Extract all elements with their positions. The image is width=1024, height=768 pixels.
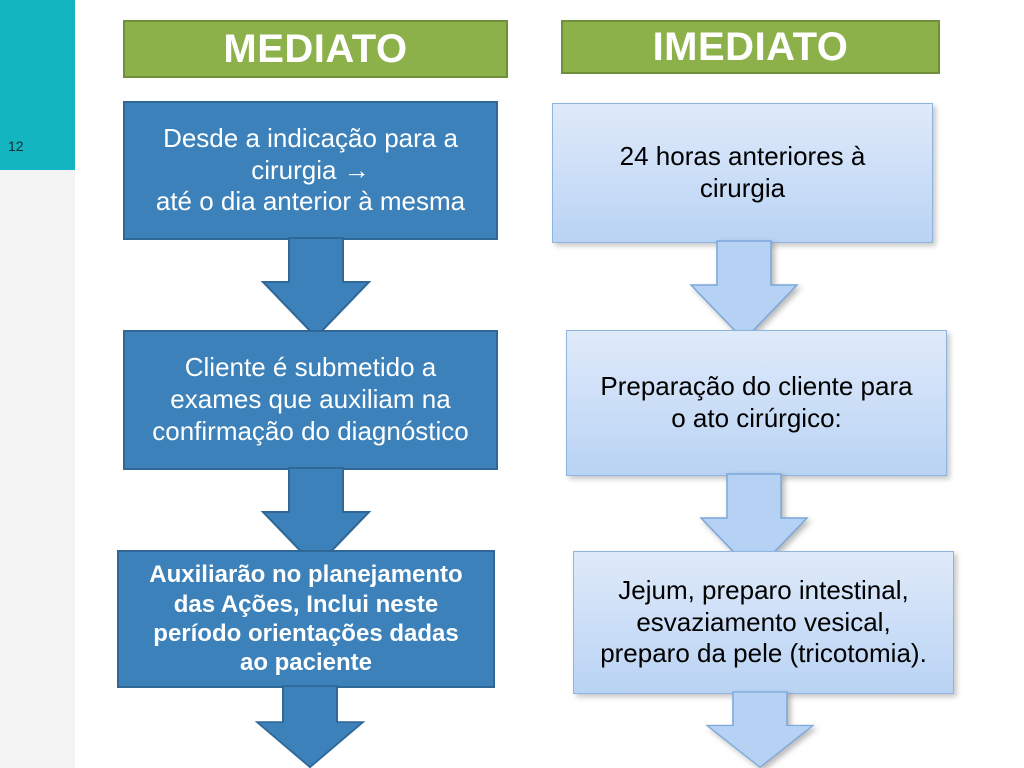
imediato-step-3-box: Jejum, preparo intestinal, esvaziamento … xyxy=(573,551,954,694)
mediato-step-1-line-2: cirurgia → xyxy=(251,154,370,185)
mediato-step-3-line-4: ao paciente xyxy=(239,649,373,677)
imediato-arrow-1 xyxy=(689,240,799,342)
imediato-step-2-text: Preparação do cliente para o ato cirúrgi… xyxy=(577,371,936,434)
imediato-step-1-text: 24 horas anteriores à cirurgia xyxy=(563,141,922,204)
down-arrow-icon xyxy=(254,685,366,768)
imediato-step-2-box: Preparação do cliente para o ato cirúrgi… xyxy=(566,330,947,476)
imediato-step-3-line-2: esvaziamento vesical, xyxy=(636,606,891,637)
mediato-arrow-2 xyxy=(260,467,372,569)
down-arrow-icon xyxy=(260,237,372,339)
mediato-step-1-line-3: até o dia anterior à mesma xyxy=(155,186,466,217)
mediato-step-3-box: Auxiliarão no planejamento das Ações, In… xyxy=(117,550,495,688)
mediato-step-3-text: Auxiliarão no planejamento das Ações, In… xyxy=(129,560,483,677)
down-arrow-icon xyxy=(705,691,815,768)
mediato-step-2-box: Cliente é submetido a exames que auxilia… xyxy=(123,330,498,470)
mediato-step-3-line-2: das Ações, Inclui neste xyxy=(173,590,439,618)
mediato-step-2-line-1: Cliente é submetido a xyxy=(184,352,437,383)
imediato-arrow-2 xyxy=(699,473,809,575)
mediato-step-1-line-1: Desde a indicação para a xyxy=(163,122,458,153)
imediato-step-3-line-3: preparo da pele (tricotomia). xyxy=(600,638,927,669)
down-arrow-icon xyxy=(689,240,799,342)
left-teal-rail xyxy=(0,0,75,170)
mediato-arrow-3 xyxy=(254,685,366,768)
imediato-step-1-box: 24 horas anteriores à cirurgia xyxy=(552,103,933,243)
header-mediato: MEDIATO xyxy=(123,20,508,78)
mediato-step-3-line-3: período orientações dadas xyxy=(153,620,459,647)
imediato-step-1-line-1: 24 horas anteriores à xyxy=(619,141,866,172)
down-arrow-icon xyxy=(260,467,372,569)
imediato-step-2-line-2: o ato cirúrgico: xyxy=(671,403,842,433)
header-imediato: IMEDIATO xyxy=(561,20,940,74)
mediato-arrow-1 xyxy=(260,237,372,339)
down-arrow-icon xyxy=(699,473,809,575)
slide-number: 12 xyxy=(8,138,24,154)
imediato-step-1-line-2: cirurgia xyxy=(699,173,786,203)
mediato-step-2-line-2: exames que auxiliam na xyxy=(170,384,451,415)
mediato-step-2-text: Cliente é submetido a exames que auxilia… xyxy=(135,352,486,447)
imediato-step-3-text: Jejum, preparo intestinal, esvaziamento … xyxy=(584,575,943,670)
imediato-step-2-line-1: Preparação do cliente para xyxy=(600,371,913,402)
mediato-step-1-box: Desde a indicação para a cirurgia → até … xyxy=(123,101,498,240)
imediato-arrow-3 xyxy=(705,691,815,768)
mediato-step-3-line-1: Auxiliarão no planejamento xyxy=(149,561,463,589)
imediato-step-3-line-1: Jejum, preparo intestinal, xyxy=(618,574,909,605)
mediato-step-2-line-3: confirmação do diagnóstico xyxy=(152,415,469,446)
mediato-step-1-text: Desde a indicação para a cirurgia → até … xyxy=(135,123,486,218)
